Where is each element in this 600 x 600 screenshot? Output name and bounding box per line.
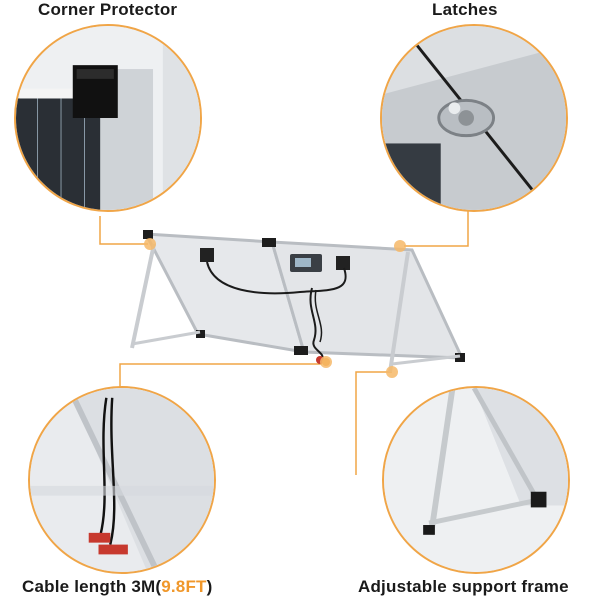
- callout-line-corner: [99, 216, 148, 245]
- highlight-dot-support: [386, 366, 398, 378]
- callout-line-support: [355, 371, 392, 475]
- corner-protector-label: Corner Protector: [38, 0, 178, 19]
- support-strut-left: [131, 330, 201, 346]
- hinge-block: [294, 346, 308, 355]
- hinge-block: [262, 238, 276, 247]
- cable-length-prefix: Cable length 3M(: [22, 577, 162, 596]
- cable-length-suffix: ): [206, 577, 213, 596]
- support-strut-right: [391, 354, 461, 366]
- latches-detail: [380, 24, 568, 212]
- highlight-dot-cable: [320, 356, 332, 368]
- support-frame-label: Adjustable support frame: [358, 577, 569, 596]
- corner-block: [196, 330, 205, 338]
- support-leg-left: [130, 243, 156, 349]
- cable: [206, 261, 347, 295]
- support-leg-right: [388, 251, 410, 373]
- callout-line-latch: [404, 210, 469, 247]
- corner-protector-detail: [14, 24, 202, 212]
- cable-detail: [28, 386, 216, 574]
- cable-length-label: Cable length 3M(9.8FT): [22, 577, 213, 597]
- junction-box: [200, 248, 214, 262]
- highlight-dot-latch: [394, 240, 406, 252]
- cable-dangling: [309, 287, 324, 361]
- support-frame-detail: [382, 386, 570, 574]
- latches-label: Latches: [432, 0, 498, 19]
- corner-block: [143, 230, 153, 239]
- junction-box: [336, 256, 350, 270]
- callout-line-cable: [119, 363, 322, 388]
- highlight-dot-corner: [144, 238, 156, 250]
- cable-length-highlight: 9.8FT: [161, 577, 207, 596]
